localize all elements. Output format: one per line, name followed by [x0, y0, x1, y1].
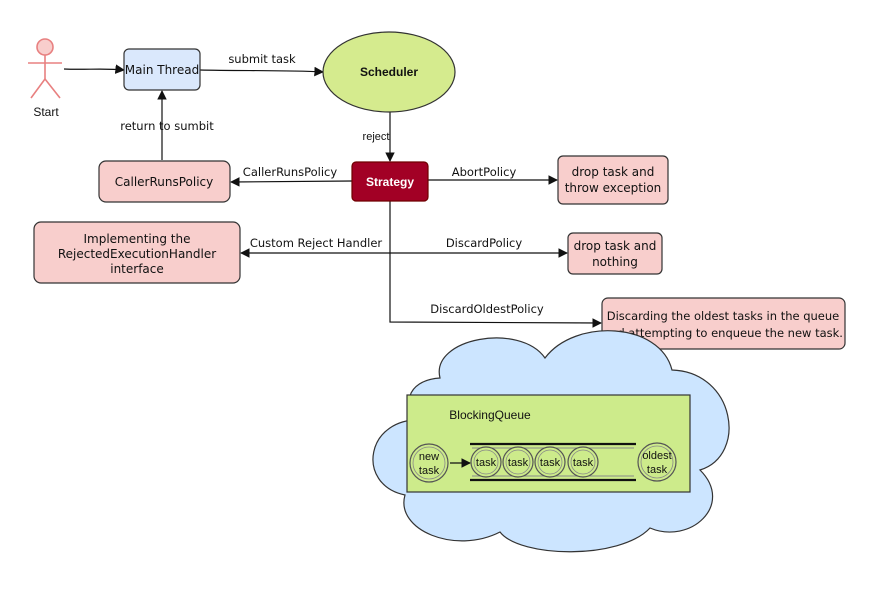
drop-nothing-line-1: drop task and	[574, 239, 657, 253]
oldest-task-circle	[637, 442, 677, 482]
queue-task-4: task	[567, 446, 599, 478]
strategy-node	[351, 161, 429, 202]
start-label: Start	[33, 105, 59, 119]
strategy-label: Strategy	[366, 175, 414, 189]
scheduler-label: Scheduler	[360, 65, 418, 79]
edge-discard-oldest-policy	[389, 201, 602, 328]
discard-oldest-node	[601, 297, 846, 350]
implementing-line-3: interface	[110, 262, 164, 276]
edge-caller-runs-policy	[230, 177, 353, 187]
edges	[63, 64, 602, 328]
task-label-4: task	[573, 457, 594, 469]
scheduler-node	[322, 31, 456, 113]
abort-policy-label: AbortPolicy	[452, 165, 517, 179]
reject-label: reject	[363, 131, 390, 143]
edge-submit-task	[199, 66, 324, 77]
queue-task-3: task	[534, 446, 566, 478]
task-label-2: task	[508, 457, 529, 469]
discard-policy-label: DiscardPolicy	[446, 236, 523, 250]
implementing-line-1: Implementing the	[83, 232, 190, 246]
main-thread-node	[123, 48, 201, 91]
return-to-submit-label: return to sumbit	[120, 119, 214, 133]
queue-task-1: task	[470, 446, 502, 478]
discard-oldest-line-2: and attempting to enqueue the new task.	[603, 326, 843, 340]
submit-task-label: submit task	[228, 52, 296, 66]
oldest-task-line-1: oldest	[642, 450, 671, 462]
drop-nothing-line-2: nothing	[592, 255, 638, 269]
start-actor-icon	[28, 38, 62, 99]
drop-nothing-node	[567, 232, 663, 275]
discard-oldest-line-1: Discarding the oldest tasks in the queue	[607, 309, 840, 323]
caller-runs-policy-edge-label: CallerRunsPolicy	[243, 165, 338, 179]
caller-runs-policy-label: CallerRunsPolicy	[115, 175, 214, 189]
new-task-line-1: new	[419, 451, 439, 463]
caller-runs-policy-node	[98, 160, 231, 203]
queue-rails	[470, 442, 636, 482]
discard-oldest-policy-label: DiscardOldestPolicy	[430, 302, 544, 316]
new-task-circle-inner	[412, 446, 446, 480]
queue-task-2: task	[502, 446, 534, 478]
main-thread-label: Main Thread	[125, 63, 199, 77]
edge-start-to-main-thread	[63, 64, 125, 74]
drop-throw-line-1: drop task and	[572, 165, 655, 179]
blocking-queue-title: BlockingQueue	[449, 408, 531, 422]
custom-reject-handler-label: Custom Reject Handler	[250, 236, 383, 250]
oldest-task-circle-inner	[640, 445, 674, 479]
implementing-handler-node	[33, 221, 241, 284]
implementing-line-2: RejectedExecutionHandler	[58, 247, 216, 261]
oldest-task-line-2: task	[647, 464, 668, 476]
new-task-line-2: task	[419, 465, 440, 477]
new-task-circle	[409, 443, 449, 483]
task-label-1: task	[476, 457, 497, 469]
drop-throw-line-2: throw exception	[565, 181, 662, 195]
task-label-3: task	[540, 457, 561, 469]
drop-throw-node	[557, 155, 669, 205]
